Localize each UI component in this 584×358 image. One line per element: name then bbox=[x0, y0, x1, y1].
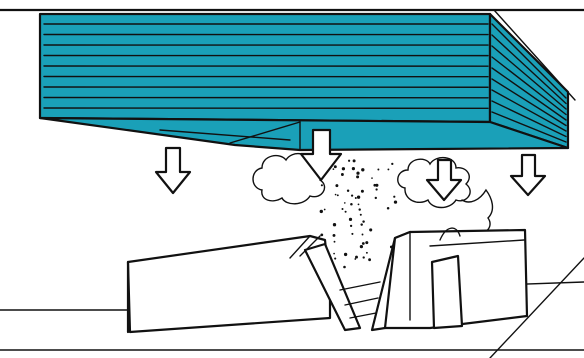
dust-particle bbox=[320, 210, 323, 213]
dust-particle bbox=[359, 208, 361, 210]
dust-particle bbox=[333, 168, 335, 170]
dust-particle bbox=[337, 194, 339, 196]
dust-particle bbox=[375, 188, 377, 190]
dust-particle bbox=[377, 169, 379, 171]
dust-particle bbox=[350, 203, 353, 206]
dust-particle bbox=[324, 209, 326, 211]
dust-particle bbox=[351, 194, 353, 196]
dust-particle bbox=[375, 197, 377, 199]
dust-particle bbox=[373, 184, 376, 187]
dust-particle bbox=[357, 196, 360, 199]
dust-particle bbox=[356, 175, 359, 178]
dust-particle bbox=[341, 208, 343, 210]
dust-particle bbox=[344, 202, 346, 204]
dust-particle bbox=[368, 258, 371, 261]
dust-particle bbox=[358, 204, 360, 206]
dust-particle bbox=[344, 253, 347, 256]
dust-particle bbox=[394, 200, 397, 203]
dust-particle bbox=[362, 234, 364, 236]
dust-particle bbox=[362, 220, 364, 222]
dust-particle bbox=[343, 266, 346, 269]
dust-particle bbox=[335, 184, 338, 187]
dust-particle bbox=[347, 190, 349, 192]
dust-particle bbox=[334, 241, 336, 243]
dust-particle bbox=[361, 190, 364, 193]
dust-particle bbox=[361, 168, 364, 171]
dust-particle bbox=[342, 167, 345, 170]
dust-particle bbox=[353, 159, 356, 162]
dust-particle bbox=[334, 165, 337, 168]
dust-particle bbox=[387, 207, 390, 210]
dust-particle bbox=[356, 172, 359, 175]
dust-particle bbox=[333, 253, 335, 255]
dust-particle bbox=[345, 211, 347, 213]
right-rubble-block bbox=[385, 228, 527, 328]
dust-particle bbox=[363, 256, 365, 258]
slab-underside bbox=[40, 118, 568, 150]
dust-particle bbox=[387, 168, 389, 170]
dust-cloud-right bbox=[398, 158, 493, 233]
dust-particle bbox=[360, 223, 362, 225]
dust-particle bbox=[341, 173, 344, 176]
dust-particle bbox=[355, 256, 358, 259]
dust-particle bbox=[333, 234, 336, 237]
dust-particle bbox=[360, 214, 362, 216]
dust-particle bbox=[362, 242, 365, 245]
dust-particle bbox=[355, 197, 357, 199]
dust-particle bbox=[320, 234, 323, 237]
down-arrow-icon bbox=[156, 148, 190, 193]
dust-particle bbox=[333, 223, 336, 226]
dust-particle bbox=[335, 194, 337, 196]
dust-particle bbox=[352, 167, 355, 170]
slab-front-face bbox=[40, 14, 490, 122]
dust-particle bbox=[391, 163, 393, 165]
dust-particle bbox=[371, 177, 373, 179]
dust-particle bbox=[321, 184, 323, 186]
dust-particle bbox=[366, 252, 368, 254]
dust-particle bbox=[334, 258, 336, 260]
dust-particle bbox=[393, 196, 395, 198]
dust-particle bbox=[360, 245, 363, 248]
left-rubble-block bbox=[128, 236, 330, 332]
falling-slab bbox=[40, 14, 568, 150]
dust-particle bbox=[365, 241, 368, 244]
down-arrow-icon bbox=[511, 155, 545, 195]
dust-particle bbox=[369, 228, 372, 231]
dust-particle bbox=[351, 233, 353, 235]
dust-particle bbox=[349, 218, 352, 221]
dust-particle bbox=[348, 160, 350, 162]
dust-particle bbox=[350, 225, 352, 227]
dust-particle bbox=[354, 258, 356, 260]
